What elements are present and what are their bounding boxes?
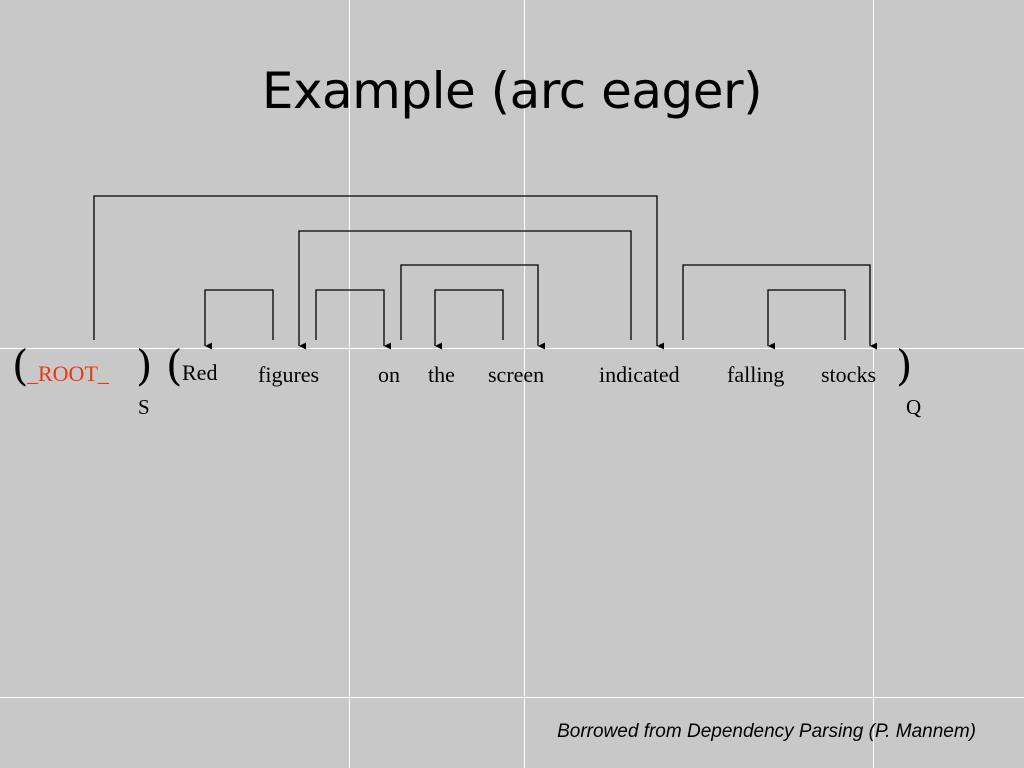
grid-line — [524, 0, 525, 768]
grid-line — [873, 0, 874, 768]
grid-line — [349, 0, 350, 768]
arc-figures-to-on — [315, 289, 391, 350]
arc-indicated-to-stocks — [682, 264, 877, 350]
token-the: the — [428, 362, 455, 387]
stack-close-bracket: ) — [136, 341, 153, 390]
queue-close-bracket: ) — [896, 341, 913, 390]
source-credit: Borrowed from Dependency Parsing (P. Man… — [557, 721, 976, 742]
grid-line — [0, 348, 1024, 349]
token-stocks: stocks — [821, 362, 876, 387]
arc-figures-to-red — [204, 289, 274, 350]
token-on: on — [378, 362, 400, 387]
token-falling: falling — [727, 362, 785, 387]
arc-screen-to-the — [434, 289, 504, 350]
grid-line — [0, 697, 1024, 698]
token-figures: figures — [258, 362, 320, 387]
token-indicated: indicated — [599, 362, 680, 387]
arc-figures-to-screen — [400, 264, 545, 350]
slide-title: Example (arc eager) — [261, 62, 763, 120]
arc-root-to-indicated — [93, 195, 664, 350]
stack-open-bracket: ( — [12, 341, 29, 390]
queue-label: Q — [906, 395, 922, 419]
queue-open-bracket: ( — [166, 341, 183, 390]
stack-label: S — [138, 395, 150, 419]
arc-indicated-to-figures — [298, 230, 632, 350]
root-token: _ROOT_ — [27, 361, 109, 386]
token-screen: screen — [488, 362, 545, 387]
arc-stocks-to-falling — [767, 289, 846, 350]
token-red: Red — [182, 360, 218, 385]
